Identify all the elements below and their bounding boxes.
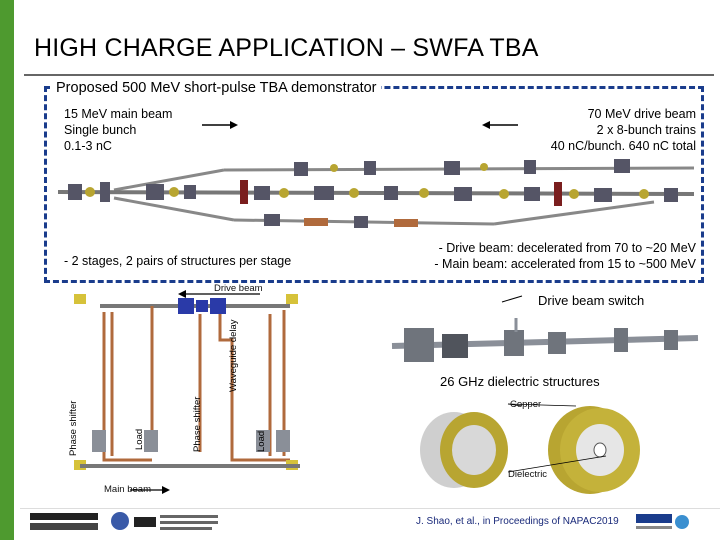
title-divider (24, 74, 714, 76)
beam-notes: - Drive beam: decelerated from 70 to ~20… (434, 240, 696, 272)
main-beam-label: Main beam (104, 484, 151, 495)
dielectric-label: Dielectric (508, 469, 548, 480)
drive-beam-note: - Drive beam: decelerated from 70 to ~20… (438, 241, 696, 255)
section-title: Proposed 500 MeV short-pulse TBA demonst… (52, 80, 381, 96)
load-right-label: Load (256, 430, 267, 452)
drive-beam-arrow (482, 121, 518, 129)
citation: J. Shao, et al., in Proceedings of NAPAC… (416, 516, 619, 527)
drive-beam-label: Drive beam (214, 283, 263, 294)
phase-shifter-right-label: Phase shifter (192, 396, 203, 452)
main-beam-bunch: Single bunch (64, 123, 137, 137)
structures-title: 26 GHz dielectric structures (440, 374, 600, 389)
drive-beam-switch (391, 318, 699, 362)
drive-beam-trains: 2 x 8-bunch trains (596, 123, 696, 137)
drive-beam-charge: 40 nC/bunch, 640 nC total (550, 139, 696, 153)
energy-logo (111, 512, 218, 530)
accent-bar (0, 0, 14, 540)
drive-beam-info: 70 MeV drive beam 2 x 8-bunch trains 40 … (551, 106, 696, 154)
main-beam-arrow (202, 121, 238, 129)
main-beam-charge: 0.1-3 nC (64, 139, 112, 153)
main-beam-energy: 15 MeV main beam (64, 107, 173, 121)
phase-shifter-left-label: Phase shifter (68, 400, 79, 456)
argonne-logo (636, 514, 689, 529)
stage-schematic (74, 290, 300, 494)
beamline-layout (54, 150, 700, 246)
main-beam-info: 15 MeV main beam Single bunch 0.1-3 nC (64, 106, 172, 154)
footer-divider (20, 508, 720, 509)
stages-note: - 2 stages, 2 pairs of structures per st… (64, 254, 292, 268)
main-beam-note: - Main beam: accelerated from 15 to ~500… (434, 257, 696, 271)
drive-beam-energy: 70 MeV drive beam (587, 107, 696, 121)
switch-label: Drive beam switch (538, 293, 645, 308)
copper-label: Copper (510, 399, 542, 410)
switch-pointer (501, 295, 523, 303)
slide-title: HIGH CHARGE APPLICATION – SWFA TBA (34, 34, 539, 62)
load-left-label: Load (134, 428, 145, 450)
uchicago-argonne-logo (30, 513, 98, 530)
dielectric-structures (420, 403, 640, 494)
waveguide-delay-label: Waveguide delay (228, 319, 239, 392)
